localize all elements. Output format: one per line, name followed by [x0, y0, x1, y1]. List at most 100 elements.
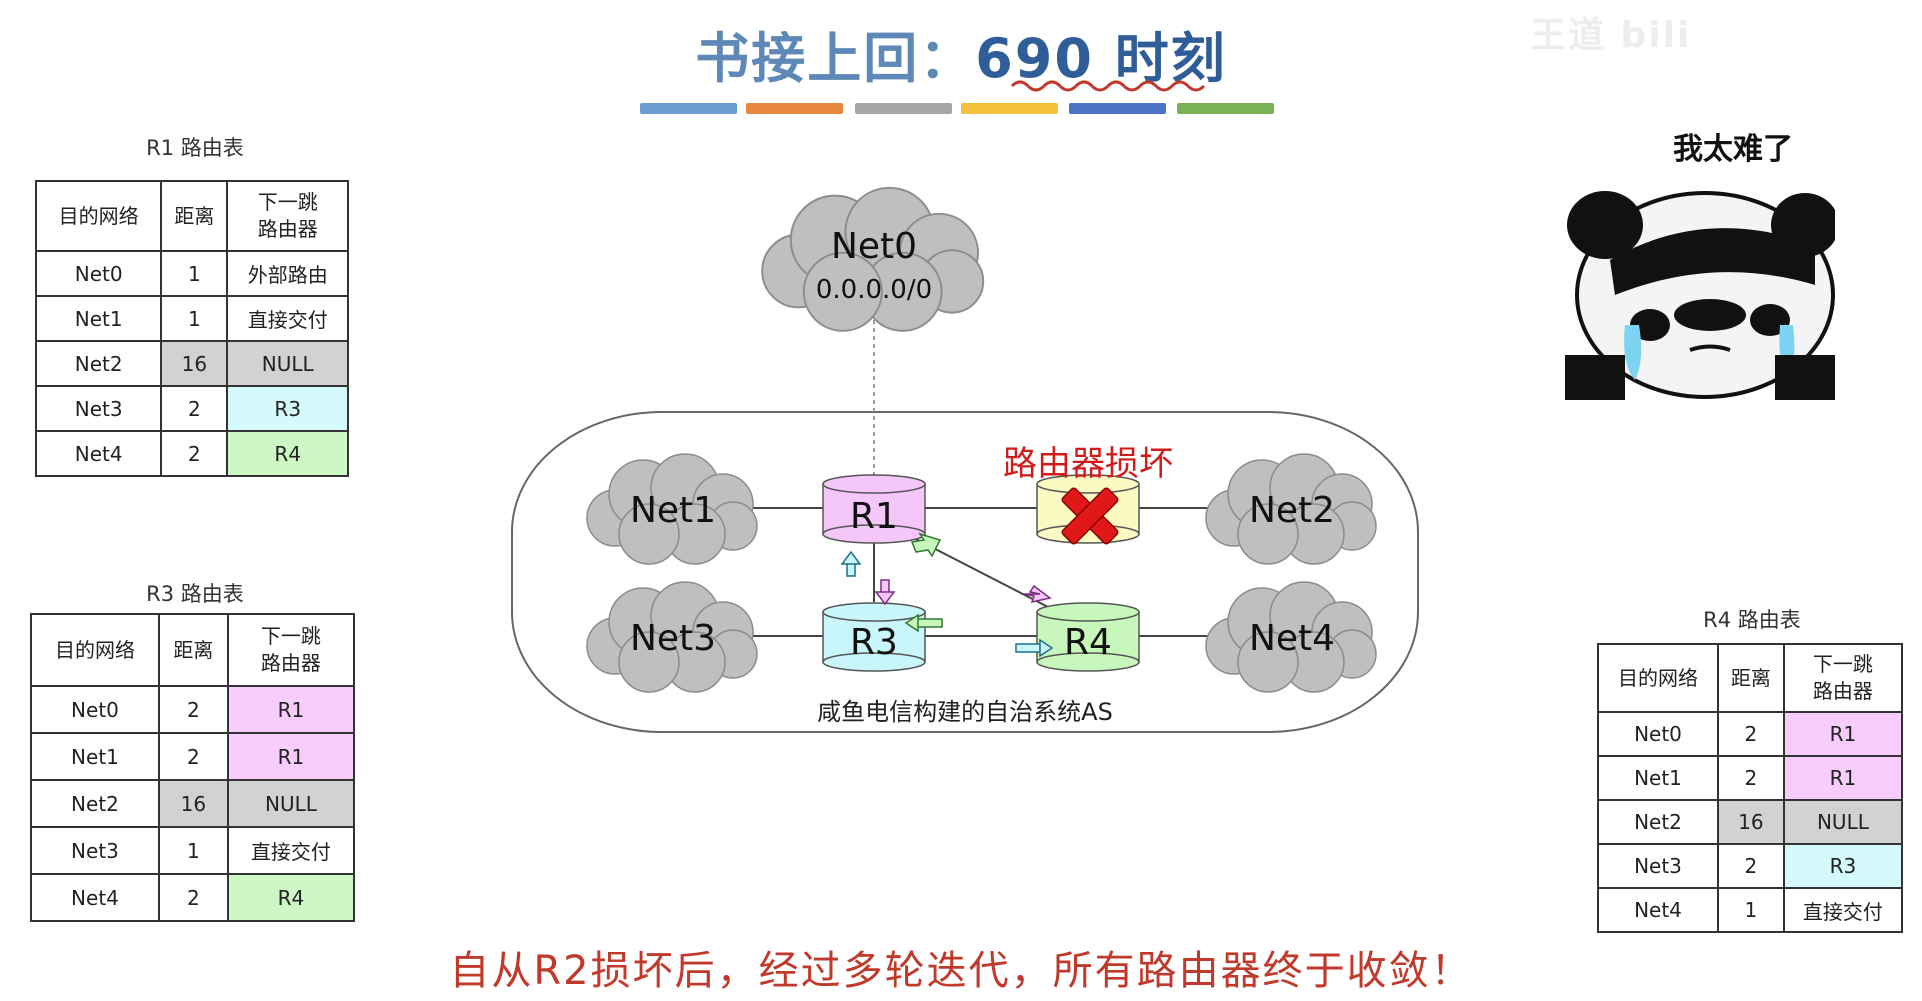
cell-destination: Net1 [1597, 755, 1719, 801]
net2-label: Net2 [1249, 490, 1335, 531]
header-distance: 距离 [157, 613, 229, 687]
slide-title: 书接上回：690 时刻 [0, 14, 1922, 93]
cell-destination: Net4 [1597, 887, 1719, 933]
header-next-hop: 下一跳路由器 [1782, 643, 1904, 713]
cell-next-hop: R3 [1782, 843, 1904, 889]
net4-label: Net4 [1249, 618, 1335, 659]
arrow-r1-to-r3-icon [874, 579, 896, 606]
net1-label: Net1 [630, 490, 716, 531]
cell-distance: 2 [157, 732, 229, 781]
header-destination: 目的网络 [34, 180, 163, 252]
title-accent: 690 时刻 [975, 27, 1227, 90]
header-distance: 距离 [1716, 643, 1785, 713]
header-next-hop-line1: 下一跳 [260, 624, 321, 648]
panda-meme-image [1565, 175, 1835, 400]
color-bar-6 [1177, 103, 1274, 114]
cell-destination: Net3 [1597, 843, 1719, 889]
cell-distance: 1 [160, 250, 229, 297]
footer-message: 自从R2损坏后，经过多轮迭代，所有路由器终于收敛！ [449, 948, 1473, 994]
cell-distance: 16 [1716, 799, 1785, 845]
wavy-underline [1010, 80, 1206, 92]
router-r3-label: R3 [850, 622, 898, 663]
cell-distance: 2 [157, 685, 229, 734]
cell-distance: 2 [160, 385, 229, 432]
header-next-hop-line1: 下一跳 [257, 190, 318, 214]
cell-next-hop: NULL [1782, 799, 1904, 845]
arrow-r1-to-r4-icon [1023, 584, 1052, 604]
cell-distance: 2 [160, 430, 229, 477]
cell-distance: 2 [1716, 711, 1785, 757]
net0-label: Net0 [831, 226, 917, 267]
cell-next-hop: NULL [226, 779, 356, 828]
header-next-hop-line1: 下一跳 [1812, 652, 1873, 676]
header-destination: 目的网络 [1597, 643, 1719, 713]
color-bar-1 [640, 103, 737, 114]
cell-distance: 2 [157, 873, 229, 922]
cell-distance: 16 [160, 340, 229, 387]
router-r3 [822, 602, 926, 672]
cell-next-hop: 直接交付 [226, 295, 349, 342]
as-boundary [511, 411, 1419, 733]
cell-destination: Net0 [1597, 711, 1719, 757]
router-r1-label: R1 [850, 496, 898, 537]
header-destination: 目的网络 [30, 613, 160, 687]
header-distance: 距离 [160, 180, 229, 252]
cell-destination: Net3 [34, 385, 163, 432]
router-r4 [1036, 602, 1140, 672]
cell-next-hop: R1 [1782, 755, 1904, 801]
header-next-hop-line2: 路由器 [260, 651, 321, 675]
cell-destination: Net2 [34, 340, 163, 387]
router-r4-label: R4 [1064, 622, 1112, 663]
cell-next-hop: 外部路由 [226, 250, 349, 297]
cell-next-hop: 直接交付 [1782, 887, 1904, 933]
net0-address: 0.0.0.0/0 [816, 275, 932, 305]
cell-next-hop: 直接交付 [226, 826, 356, 875]
cell-destination: Net3 [30, 826, 160, 875]
broken-router-label: 路由器损坏 [1003, 444, 1173, 484]
cell-distance: 1 [160, 295, 229, 342]
meme-caption: 我太难了 [1673, 132, 1793, 167]
header-next-hop: 下一跳路由器 [226, 180, 349, 252]
cell-distance: 16 [157, 779, 229, 828]
cell-next-hop: R4 [226, 430, 349, 477]
cell-destination: Net2 [1597, 799, 1719, 845]
arrow-r3-to-r1-icon [840, 550, 862, 577]
title-prefix: 书接上回： [695, 27, 976, 90]
cell-destination: Net1 [34, 295, 163, 342]
broken-x-icon [1061, 487, 1119, 545]
cell-next-hop: R1 [226, 732, 356, 781]
color-bar-5 [1069, 103, 1166, 114]
header-next-hop-line2: 路由器 [257, 217, 318, 241]
watermark: 王道 bili [1530, 15, 1692, 56]
cell-destination: Net2 [30, 779, 160, 828]
cell-distance: 1 [157, 826, 229, 875]
cell-destination: Net0 [34, 250, 163, 297]
cell-distance: 1 [1716, 887, 1785, 933]
cell-next-hop: R1 [226, 685, 356, 734]
arrow-r3-to-r4-icon [1015, 638, 1054, 658]
r3-table-title: R3 路由表 [146, 582, 244, 606]
r4-table-title: R4 路由表 [1703, 608, 1801, 632]
cell-next-hop: R3 [226, 385, 349, 432]
cell-next-hop: R4 [226, 873, 356, 922]
cell-destination: Net4 [34, 430, 163, 477]
color-bar-4 [961, 103, 1058, 114]
header-next-hop-line2: 路由器 [1812, 679, 1873, 703]
arrow-r4-to-r3-icon [904, 613, 943, 633]
cell-distance: 2 [1716, 755, 1785, 801]
